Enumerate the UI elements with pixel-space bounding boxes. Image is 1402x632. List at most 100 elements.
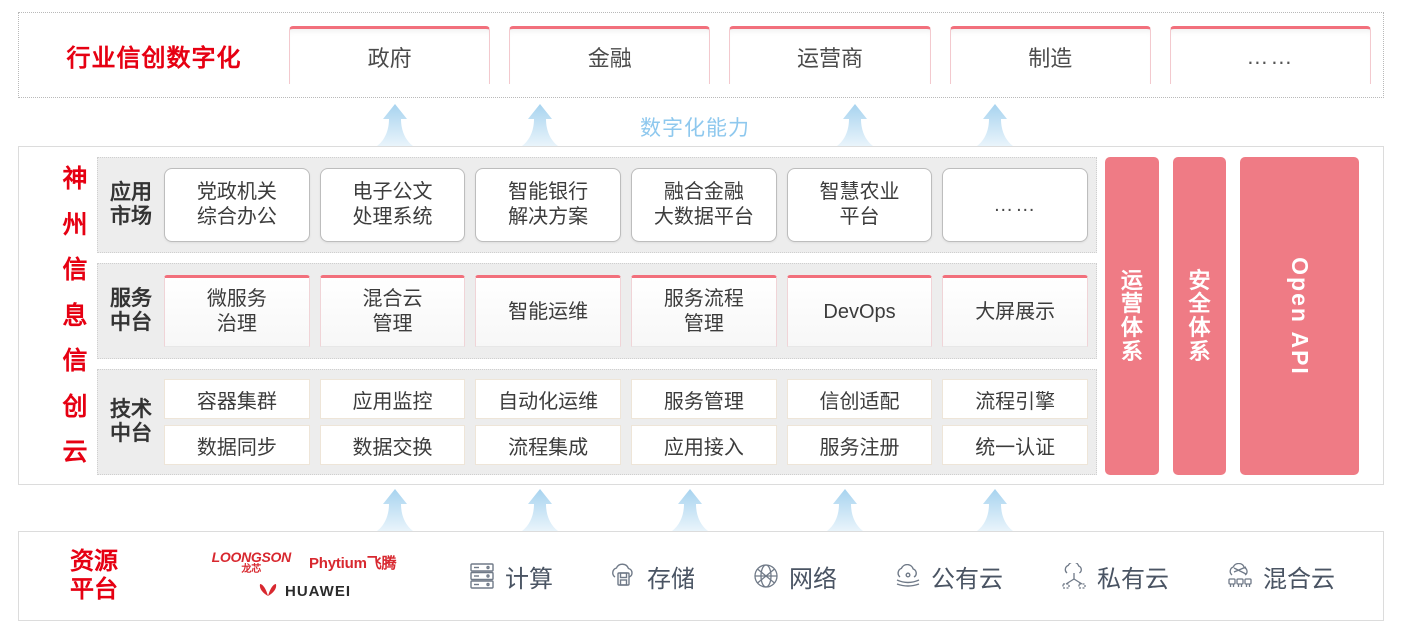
huawei-logo-text: HUAWEI xyxy=(285,583,351,600)
up-arrow-icon-bottom-1 xyxy=(377,489,413,531)
huawei-petal-icon xyxy=(257,581,279,602)
application-market-card-3[interactable]: 智能银行解决方案 xyxy=(475,168,622,242)
cloud-title-char: 信 xyxy=(62,256,88,284)
huawei-logo: HUAWEI xyxy=(257,581,351,602)
vendor-logo-row-2: HUAWEI xyxy=(257,581,351,602)
resource-platform-box: 资源平台 LOONGSON 龙芯 Phytium飞腾 HUA xyxy=(18,531,1384,621)
tier-application-market: 应用市场 党政机关综合办公电子公文处理系统智能银行解决方案融合金融大数据平台智慧… xyxy=(97,157,1097,253)
service-platform-card-6[interactable]: 大屏展示 xyxy=(942,275,1089,347)
server-icon xyxy=(467,561,497,591)
technical-platform-card-2-1[interactable]: 数据同步 xyxy=(164,425,310,465)
hybrid-cloud-icon xyxy=(1225,561,1255,591)
vertical-bar-3[interactable]: Open API xyxy=(1240,157,1360,475)
cloud-platform-title: 神州信息信创云 xyxy=(49,157,101,475)
tier-technical-platform: 技术中台 容器集群应用监控自动化运维服务管理信创适配流程引擎数据同步数据交换流程… xyxy=(97,369,1097,475)
application-market-card-2[interactable]: 电子公文处理系统 xyxy=(319,168,466,242)
up-arrow-icon-bottom-4 xyxy=(827,489,863,531)
technical-platform-card-2-6[interactable]: 统一认证 xyxy=(942,425,1089,465)
industry-tab-3[interactable]: 运营商 xyxy=(729,26,931,84)
tier-label-technical-platform: 技术中台 xyxy=(110,397,152,445)
resource-item-label: 混合云 xyxy=(1263,565,1335,593)
up-arrow-icon-top-1 xyxy=(377,104,413,146)
up-arrow-icon-top-2 xyxy=(522,104,558,146)
application-market-card-5[interactable]: 智慧农业平台 xyxy=(786,168,933,242)
resource-item-5[interactable]: 私有云 xyxy=(1059,559,1169,594)
resource-item-label: 计算 xyxy=(505,565,553,593)
service-platform-card-3[interactable]: 智能运维 xyxy=(475,275,622,347)
up-arrow-icon-bottom-5 xyxy=(977,489,1013,531)
vertical-pillar-bars: 运营体系 安全体系 Open API xyxy=(1105,157,1360,475)
technical-platform-card-1-4[interactable]: 服务管理 xyxy=(631,379,777,419)
cloud-title-char: 信 xyxy=(62,347,88,375)
tier-label-application-market: 应用市场 xyxy=(110,180,152,228)
application-market-card-4[interactable]: 融合金融大数据平台 xyxy=(631,168,777,242)
up-arrow-icon-bottom-3 xyxy=(672,489,708,531)
loongson-logo-cn: 龙芯 xyxy=(241,564,262,575)
vertical-bar-1[interactable]: 运营体系 xyxy=(1105,157,1159,475)
resource-platform-title: 资源平台 xyxy=(70,547,118,603)
vertical-bar-2[interactable]: 安全体系 xyxy=(1172,157,1227,475)
service-platform-card-2[interactable]: 混合云管理 xyxy=(319,275,466,347)
vendor-logo-row-1: LOONGSON 龙芯 Phytium飞腾 xyxy=(212,550,397,575)
up-arrow-icon-bottom-2 xyxy=(522,489,558,531)
industry-tab-2[interactable]: 金融 xyxy=(509,26,711,84)
cloud-platform-box: 神州信息信创云 应用市场 党政机关综合办公电子公文处理系统智能银行解决方案融合金… xyxy=(18,146,1384,485)
technical-platform-card-1-6[interactable]: 流程引擎 xyxy=(942,379,1089,419)
service-platform-card-5[interactable]: DevOps xyxy=(786,275,933,347)
technical-platform-card-2-3[interactable]: 流程集成 xyxy=(475,425,622,465)
resource-item-2[interactable]: 存储 xyxy=(609,559,695,594)
service-platform-card-4[interactable]: 服务流程管理 xyxy=(631,275,777,347)
industry-tab-1[interactable]: 政府 xyxy=(289,26,491,84)
technical-platform-card-2-2[interactable]: 数据交换 xyxy=(319,425,466,465)
industry-band-title: 行业信创数字化 xyxy=(66,44,242,72)
resource-item-label: 存储 xyxy=(647,565,695,593)
cloud-title-char: 息 xyxy=(62,301,88,330)
tier-label-service-platform: 服务中台 xyxy=(110,286,152,334)
top-arrow-band xyxy=(0,100,1402,146)
bottom-arrow-band xyxy=(0,487,1402,531)
technical-platform-card-2-5[interactable]: 服务注册 xyxy=(786,425,933,465)
resource-item-label: 网络 xyxy=(789,565,837,593)
loongson-logo: LOONGSON 龙芯 xyxy=(211,549,292,575)
technical-platform-card-2-4[interactable]: 应用接入 xyxy=(631,425,777,465)
service-platform-card-1[interactable]: 微服务治理 xyxy=(164,275,310,347)
technical-platform-card-1-5[interactable]: 信创适配 xyxy=(786,379,933,419)
technical-platform-row-2: 数据同步数据交换流程集成应用接入服务注册统一认证 xyxy=(164,425,1089,465)
resource-item-1[interactable]: 计算 xyxy=(467,559,553,594)
resource-item-3[interactable]: 网络 xyxy=(751,559,837,594)
industry-tab-list: 政府金融运营商制造 …… xyxy=(289,13,1383,97)
vertical-bar-label: 运营体系 xyxy=(1120,267,1143,364)
cloud-title-char: 神 xyxy=(62,165,88,193)
technical-platform-card-1-3[interactable]: 自动化运维 xyxy=(475,379,622,419)
vertical-bar-label: Open API xyxy=(1287,256,1314,376)
digital-capability-label: 数字化能力 xyxy=(640,117,750,140)
cloud-storage-icon xyxy=(609,561,639,591)
technical-platform-row-1: 容器集群应用监控自动化运维服务管理信创适配流程引擎 xyxy=(164,379,1089,419)
cloud-tiers: 应用市场 党政机关综合办公电子公文处理系统智能银行解决方案融合金融大数据平台智慧… xyxy=(97,157,1360,475)
application-market-card-1[interactable]: 党政机关综合办公 xyxy=(164,168,310,242)
industry-tab-4[interactable]: 制造 xyxy=(949,26,1151,84)
technical-platform-grid: 容器集群应用监控自动化运维服务管理信创适配流程引擎数据同步数据交换流程集成应用接… xyxy=(164,379,1096,465)
cloud-title-char: 州 xyxy=(62,210,88,239)
application-market-card-6[interactable]: …… xyxy=(942,168,1089,242)
up-arrow-icon-top-4 xyxy=(977,104,1013,146)
cloud-title-char: 云 xyxy=(62,438,88,466)
private-cloud-icon xyxy=(1059,561,1089,591)
vertical-bar-label: 安全体系 xyxy=(1188,267,1211,364)
technical-platform-card-1-1[interactable]: 容器集群 xyxy=(164,379,310,419)
up-arrow-icon-top-3 xyxy=(837,104,873,146)
resource-item-label: 私有云 xyxy=(1097,565,1169,593)
technical-platform-card-1-2[interactable]: 应用监控 xyxy=(319,379,466,419)
vendor-logos: LOONGSON 龙芯 Phytium飞腾 HUAWEI xyxy=(169,550,439,602)
resource-item-label: 公有云 xyxy=(931,565,1003,593)
resource-item-list: 计算 存储 网络 公有云 私有云 混合云 xyxy=(439,559,1383,594)
resource-item-4[interactable]: 公有云 xyxy=(893,559,1003,594)
phytium-logo: Phytium飞腾 xyxy=(308,555,397,572)
industry-tab-5[interactable]: …… xyxy=(1169,26,1372,84)
resource-item-6[interactable]: 混合云 xyxy=(1225,559,1335,594)
loongson-logo-text: LOONGSON xyxy=(211,549,292,565)
network-icon xyxy=(751,561,781,591)
